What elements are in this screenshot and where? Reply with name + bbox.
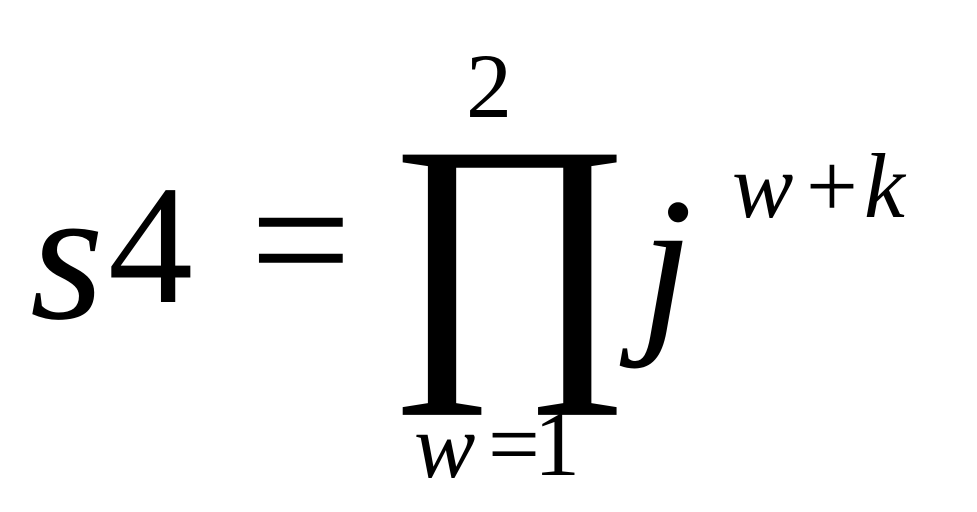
equals-sign: = (250, 140, 352, 339)
exponent-variable-k: k (864, 135, 905, 237)
exponent-plus: + (806, 135, 858, 237)
product-symbol: ∏ (386, 84, 633, 416)
power-base: j (640, 160, 693, 370)
product-lower-limit-variable: w (414, 395, 476, 497)
product-lower-limit-value: 1 (534, 393, 580, 495)
lhs-digit: 4 (108, 151, 193, 339)
exponent-variable-w: w (732, 135, 794, 237)
product-lower-limit-equals: = (488, 393, 540, 495)
product-upper-limit: 2 (466, 35, 512, 137)
lhs-variable: s (30, 150, 104, 360)
